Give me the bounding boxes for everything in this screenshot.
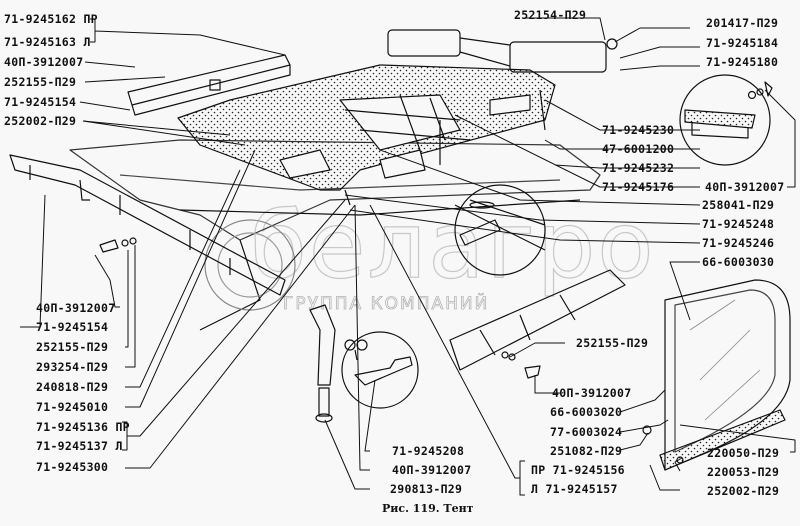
part-label: 40П-3912007 [392, 463, 472, 477]
part-label: 77-6003024 [550, 425, 623, 439]
part-label: 251082-П29 [550, 444, 623, 458]
part-label: 290813-П29 [390, 482, 463, 496]
leader-lines [20, 17, 796, 496]
part-label: 71-9245010 [36, 400, 109, 414]
detail-circle-tube [454, 184, 546, 276]
part-label: 252002-П29 [707, 484, 780, 498]
tube-and-bolt [309, 304, 336, 423]
side-window-frame [642, 279, 791, 471]
part-label: 252154-П29 [514, 8, 587, 22]
part-label: 71-9245154 [36, 320, 109, 334]
part-label: 66-6003030 [702, 255, 775, 269]
detail-circle-bracket [679, 74, 773, 166]
side-rail-right [449, 269, 626, 379]
part-label: 220050-П29 [707, 446, 780, 460]
part-label: 47-6001200 [602, 142, 675, 156]
part-label: 258041-П29 [702, 198, 775, 212]
part-label: 240818-П29 [36, 380, 109, 394]
part-label: 40П-3912007 [4, 55, 84, 69]
top-rail-left [127, 54, 291, 116]
part-label: 71-9245136 ПР [36, 420, 130, 434]
part-label: 71-9245246 [702, 236, 775, 250]
part-label: 71-9245137 Л [36, 439, 123, 453]
tent-roof [177, 64, 556, 206]
detail-circle-wingnut [341, 331, 419, 409]
part-label: 71-9245176 [602, 180, 675, 194]
part-label: ПР 71-9245156 [531, 463, 625, 477]
part-label: 252155-П29 [36, 340, 109, 354]
part-label: 293254-П29 [36, 360, 109, 374]
watermark-brand: белагро [249, 192, 656, 299]
watermark-subtitle: ГРУППА КОМПАНИЙ [283, 294, 490, 315]
part-label: 220053-П29 [707, 465, 780, 479]
part-label: 71-9245184 [706, 36, 779, 50]
part-label: 71-9245300 [36, 460, 109, 474]
part-label: 71-9245248 [702, 217, 775, 231]
part-label: 66-6003020 [550, 405, 623, 419]
part-label: 40П-3912007 [705, 180, 785, 194]
rolled-tent-right [387, 29, 618, 73]
part-label: 71-9245162 ПР [4, 12, 98, 26]
part-label: 71-9245208 [392, 444, 465, 458]
part-label: 71-9245154 [4, 95, 77, 109]
part-label: 252155-П29 [576, 336, 649, 350]
part-label: 201417-П29 [706, 16, 779, 30]
part-label: 71-9245180 [706, 55, 779, 69]
part-label: 71-9245163 Л [4, 35, 91, 49]
part-label: 252002-П29 [4, 114, 77, 128]
part-label: 252155-П29 [4, 75, 77, 89]
part-label: 71-9245230 [602, 123, 675, 137]
part-label: 40П-3912007 [36, 301, 116, 315]
figure-caption: Рис. 119. Тент [382, 502, 474, 515]
side-rail-left [9, 154, 286, 296]
part-label: 71-9245232 [602, 161, 675, 175]
part-label: 40П-3912007 [552, 386, 632, 400]
part-label: Л 71-9245157 [531, 482, 618, 496]
